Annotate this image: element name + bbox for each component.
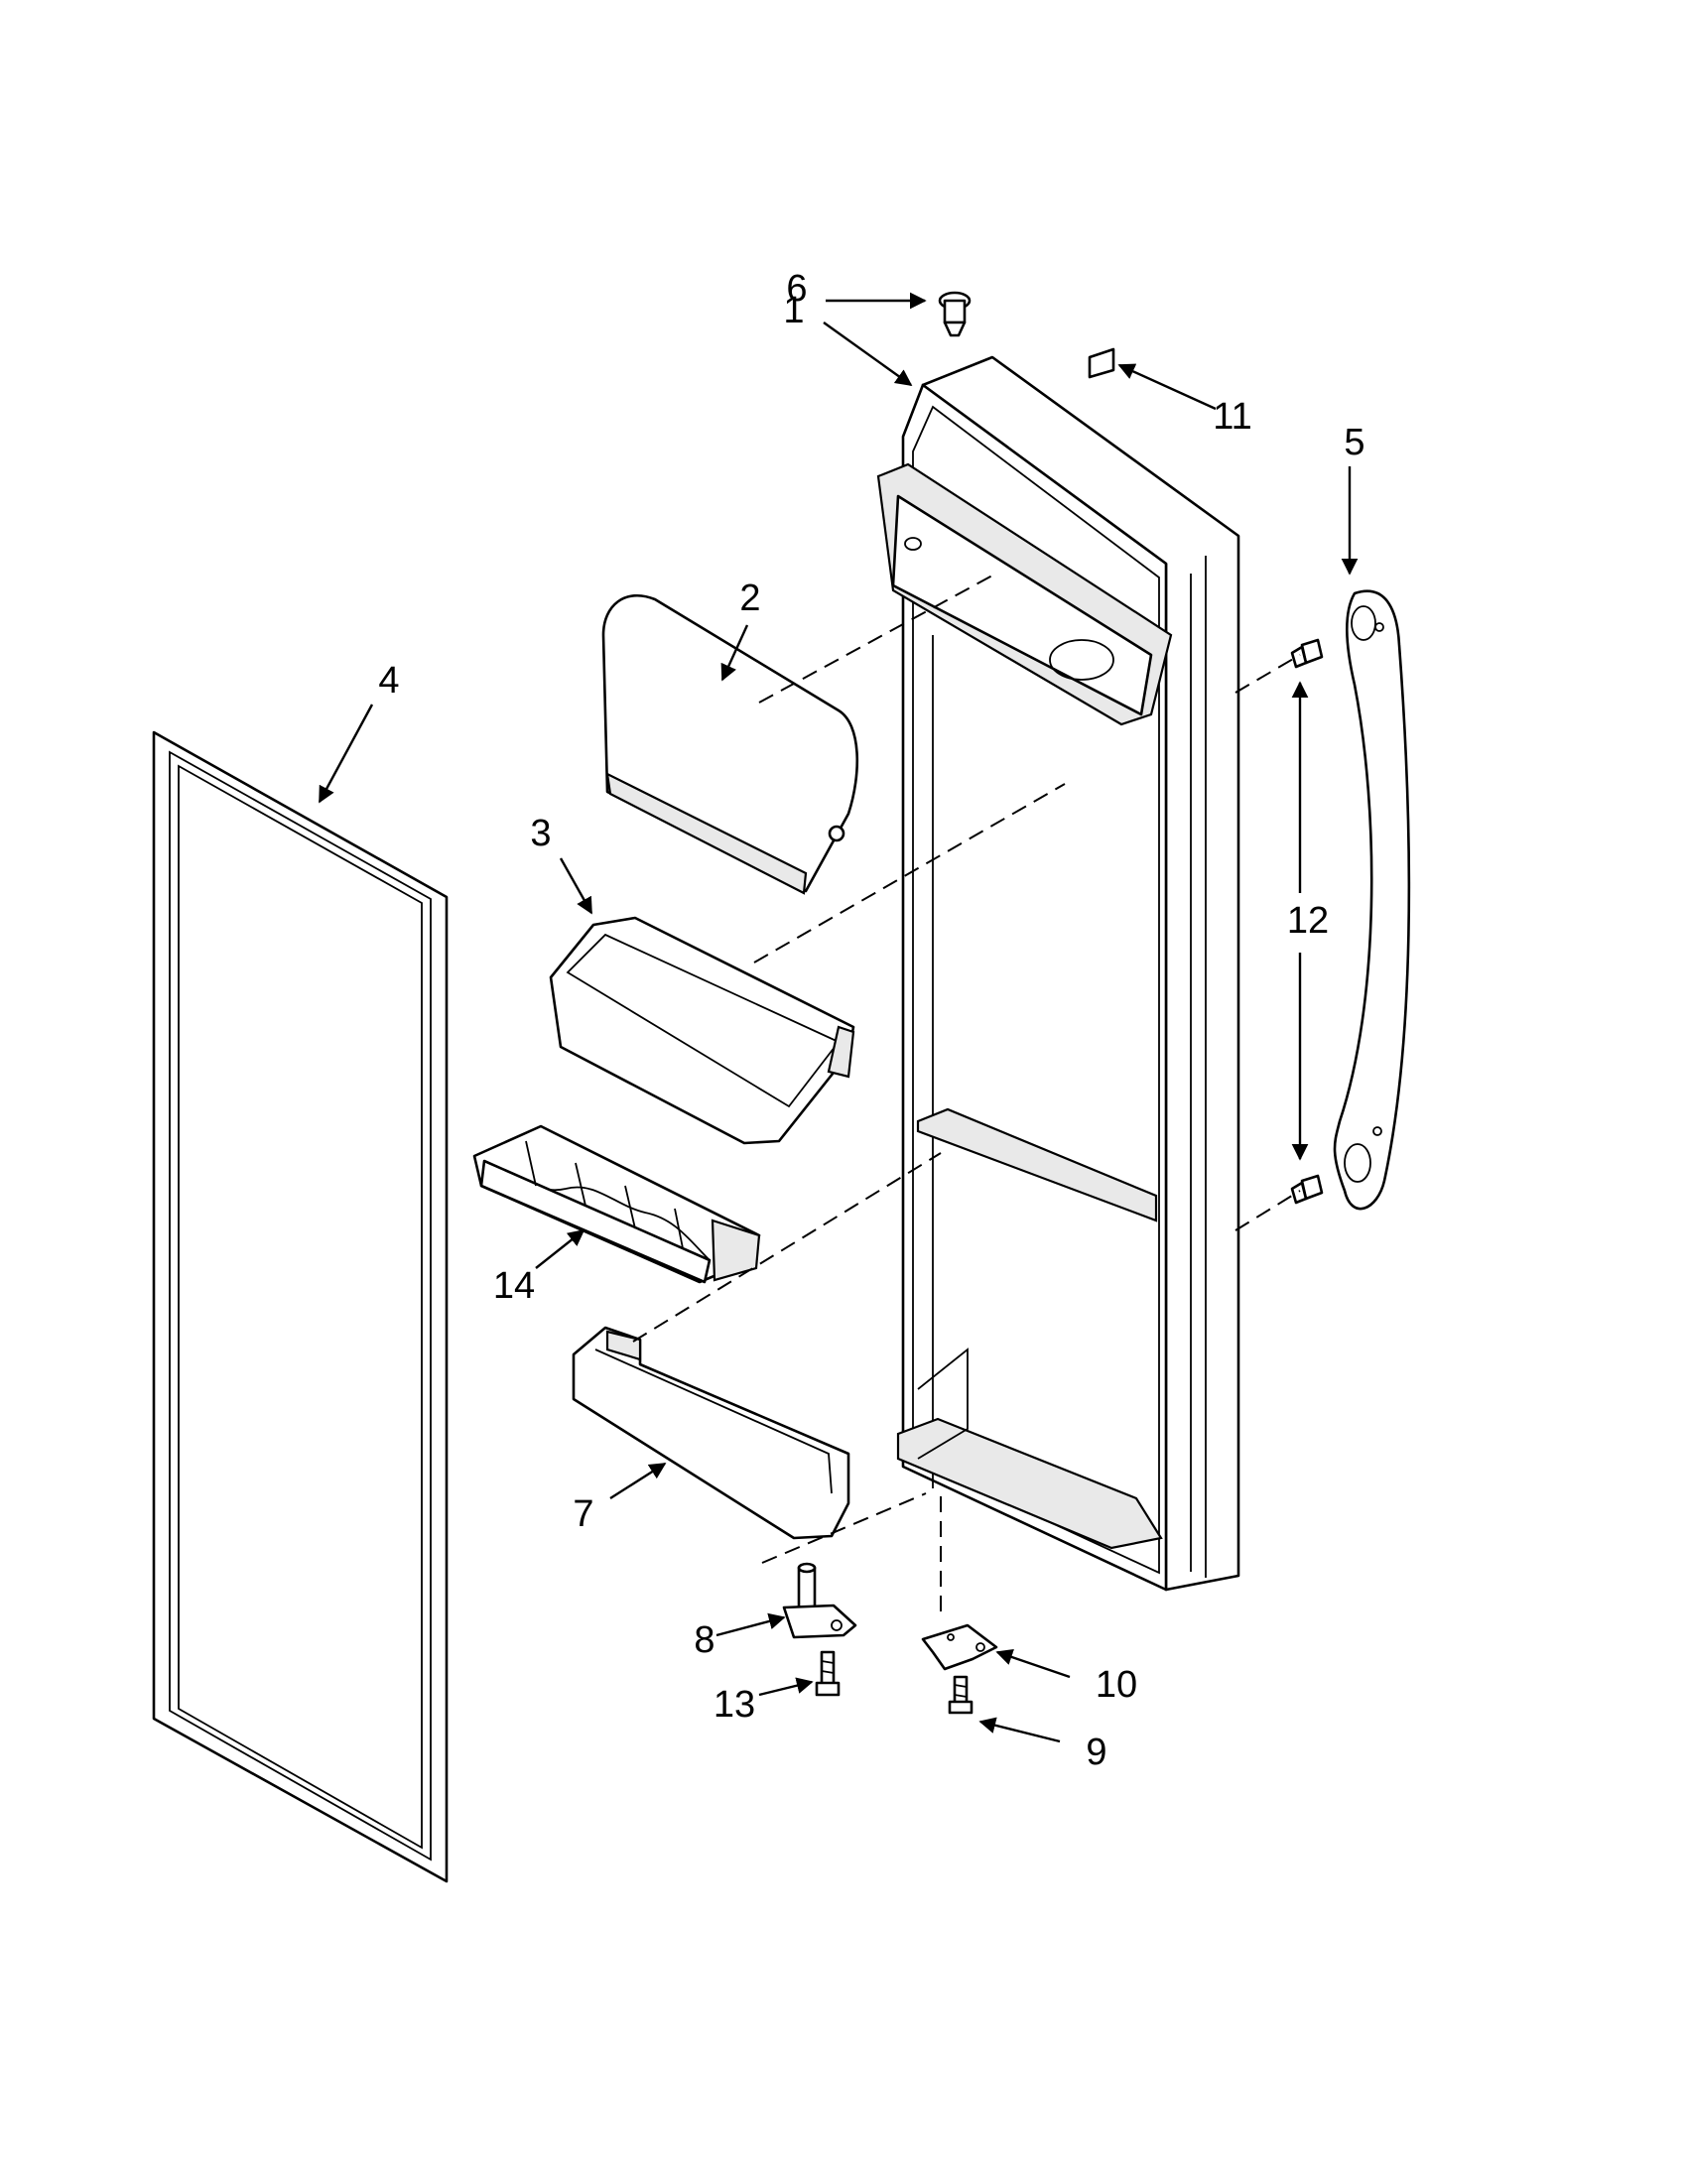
hinge-plug	[938, 291, 972, 337]
hinge-screw	[815, 1650, 841, 1697]
callout-4: 4	[378, 660, 399, 702]
callout-6: 6	[786, 268, 807, 310]
assembly-lines	[632, 575, 1301, 1617]
callout-13: 13	[714, 1684, 755, 1726]
label-tag	[1088, 347, 1115, 379]
callout-11: 11	[1213, 396, 1251, 438]
door-liner	[876, 355, 1240, 1592]
handle-screw-top	[1290, 638, 1324, 669]
callout-8: 8	[694, 1619, 714, 1661]
callout-7: 7	[573, 1493, 593, 1535]
door-bin	[549, 916, 855, 1145]
callout-12: 12	[1287, 900, 1329, 942]
callout-9: 9	[1086, 1732, 1106, 1773]
dairy-door	[601, 593, 859, 895]
callout-3: 3	[530, 813, 551, 854]
door-handle	[1333, 589, 1411, 1211]
callout-14: 14	[493, 1265, 535, 1307]
bottom-hinge	[782, 1562, 857, 1639]
handle-screw-bottom	[1290, 1174, 1324, 1205]
leader-arrows	[318, 292, 1359, 1743]
callout-1: 1	[783, 290, 804, 331]
callout-5: 5	[1344, 422, 1364, 463]
callout-labels: 1 2 3 4 5 6 7 8 9 10 11 12 13 14	[378, 268, 1364, 1773]
door-stop-screw	[948, 1675, 974, 1715]
door-stop	[921, 1623, 998, 1671]
callout-2: 2	[739, 578, 760, 619]
lower-door-bin	[572, 1326, 850, 1540]
can-rack	[472, 1124, 761, 1284]
door-gasket	[152, 730, 449, 1883]
callout-10: 10	[1096, 1664, 1137, 1706]
